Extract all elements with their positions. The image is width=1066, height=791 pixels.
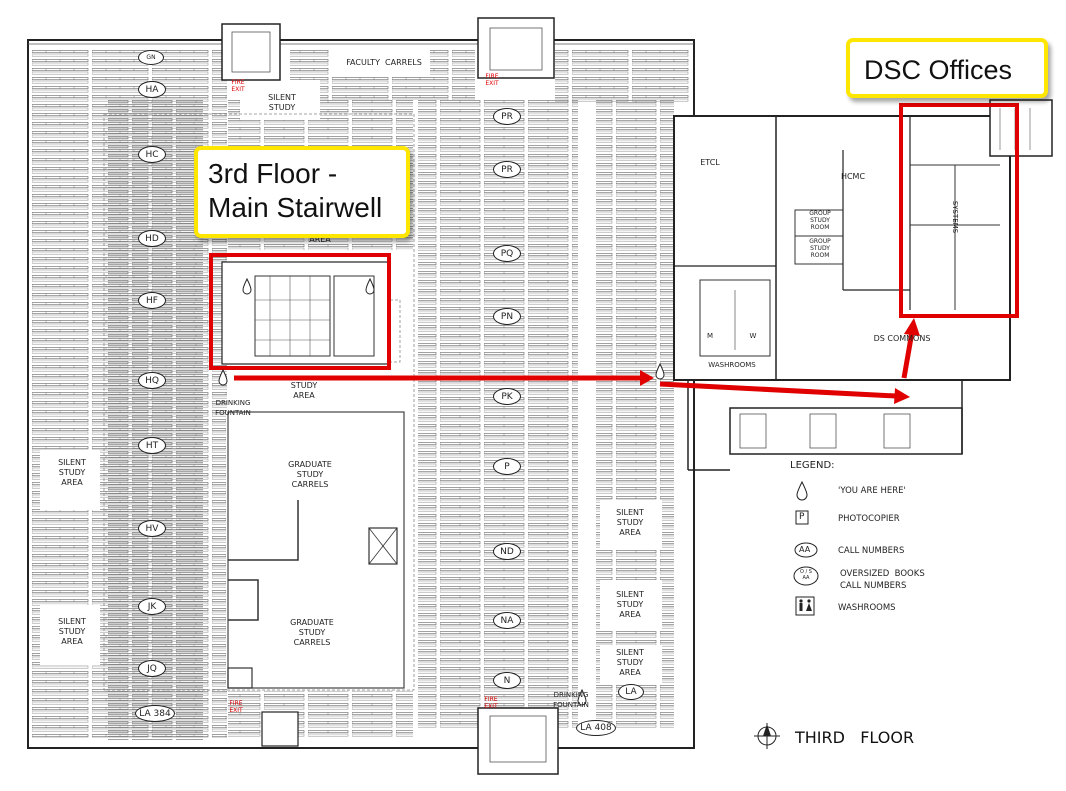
dsc-offices-text: DSC Offices [864, 55, 1013, 85]
shelves-bottom-mid [228, 690, 413, 738]
callnum-pn: PN [493, 308, 521, 325]
main-stairwell-callout: 3rd Floor - Main Stairwell [194, 146, 410, 238]
stairwell-bottom-mid [477, 707, 559, 775]
callnum-hv: HV [138, 520, 166, 537]
label-silent-study-left-2: SILENT STUDY AREA [58, 617, 86, 646]
label-faculty-carrels: FACULTY CARRELS [346, 58, 422, 67]
dsc-offices-callout: DSC Offices [846, 38, 1048, 98]
dsc-offices-highlight [899, 103, 1019, 318]
legend-call-numbers: CALL NUMBERS [838, 546, 905, 556]
legend-title: LEGEND: [790, 460, 835, 471]
floor-title: THIRD FLOOR [795, 728, 915, 747]
shelves-right-col [596, 100, 674, 730]
stairwell-bottom-left [261, 711, 299, 747]
legend-photocopier-box [795, 510, 809, 525]
callnum-la: LA [618, 684, 644, 700]
label-drinking-fountain-left: DRINKING FOUNTAIN [215, 399, 251, 417]
shelves-top-right [555, 48, 690, 103]
label-hcmc: HCMC [840, 172, 866, 181]
main-stairwell-text-2: Main Stairwell [208, 192, 383, 223]
label-silent-study-right-2: SILENT STUDY AREA [616, 590, 644, 619]
legend-photocopier-symbol: P [799, 512, 805, 522]
label-w: W [749, 332, 757, 340]
label-fire-exit-3: FIRE EXIT [229, 700, 243, 714]
stairwell-top-mid [477, 17, 555, 79]
label-silent-study-right-3: SILENT STUDY AREA [616, 648, 644, 677]
you-are-here-icon [218, 277, 665, 706]
callnum-jk: JK [138, 598, 166, 615]
label-study-area-mid: STUDY AREA [290, 381, 318, 400]
label-graduate-carrels-bottom: GRADUATE STUDY CARRELS [290, 618, 334, 647]
callnum-pq: PQ [493, 245, 521, 262]
label-fire-exit-4: FIRE EXIT [484, 696, 498, 710]
callnum-pr-2: PR [493, 161, 521, 178]
annex-building [673, 99, 1053, 471]
label-area-mid: AREA [309, 235, 331, 244]
main-stairwell [221, 261, 391, 365]
callnum-p: P [493, 458, 521, 475]
callnum-nd: ND [493, 543, 521, 560]
label-washrooms: WASHROOMS [708, 361, 756, 369]
stairwell-top-left [221, 23, 281, 81]
callnum-hf: HF [138, 292, 166, 309]
label-drinking-fountain-bottom: DRINKING FOUNTAIN [553, 691, 589, 709]
label-m: M [706, 332, 714, 340]
label-silent-study-left-1: SILENT STUDY AREA [58, 458, 86, 487]
legend-oversize-symbol: O / S AA [800, 569, 812, 581]
legend-washrooms: WASHROOMS [838, 603, 896, 613]
callnum-hq: HQ [138, 372, 166, 389]
shelves-left-inner [108, 100, 203, 740]
callnum-gn: GN [138, 50, 164, 65]
main-stairwell-highlight [209, 253, 391, 370]
label-systems: SYSTEMS [951, 200, 959, 234]
legend-callnumber-oval [794, 542, 818, 558]
callnum-n: N [493, 672, 521, 689]
callnum-jq: JQ [138, 660, 166, 677]
callnum-pr-1: PR [493, 108, 521, 125]
legend-call-symbol: AA [799, 545, 811, 554]
main-stairwell-text-1: 3rd Floor - [208, 158, 338, 189]
callnum-la408: LA 408 [576, 720, 616, 736]
legend-photocopier: PHOTOCOPIER [838, 514, 900, 524]
legend-oversized: OVERSIZED BOOKS CALL NUMBERS [840, 569, 925, 591]
callnum-pk: PK [493, 388, 521, 405]
callnum-hc: HC [138, 146, 166, 163]
callnum-ha: HA [138, 81, 166, 98]
label-silent-study-top: SILENT STUDY [268, 93, 296, 112]
north-compass-icon [754, 723, 780, 749]
label-graduate-carrels-top: GRADUATE STUDY CARRELS [288, 460, 332, 489]
legend-drop-icon [796, 480, 808, 501]
callnum-hd: HD [138, 230, 166, 247]
label-group-study-1: GROUP STUDY ROOM [809, 210, 831, 231]
label-fire-exit-2: FIRE EXIT [485, 73, 499, 87]
label-group-study-2: GROUP STUDY ROOM [809, 238, 831, 259]
legend-you-are-here: 'YOU ARE HERE' [838, 486, 906, 496]
route-arrows [234, 318, 920, 404]
building-outline [27, 39, 695, 749]
label-etcl: ETCL [700, 158, 720, 167]
callnum-na: NA [493, 612, 521, 629]
washroom-icon [795, 596, 815, 616]
label-fire-exit-1: FIRE EXIT [231, 79, 245, 93]
label-silent-study-right-1: SILENT STUDY AREA [616, 508, 644, 537]
callnum-ht: HT [138, 437, 166, 454]
shelves-center-col [418, 100, 578, 730]
callnum-la384: LA 384 [135, 705, 175, 722]
legend-oversized-oval [793, 566, 819, 586]
label-ds-commons: DS COMMONS [873, 334, 931, 343]
